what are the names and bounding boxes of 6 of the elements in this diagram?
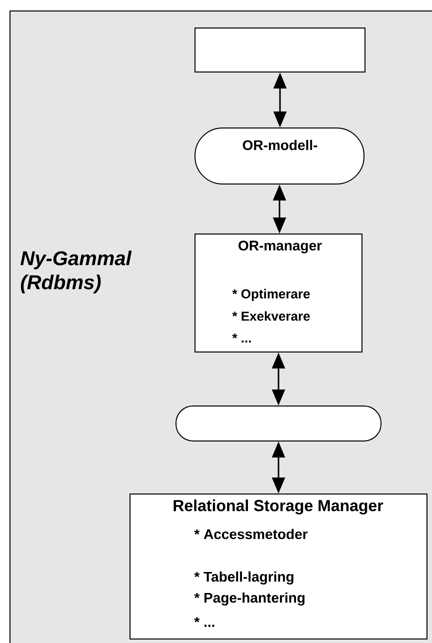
rounded-box: OR-modell- — [194, 128, 364, 184]
rounded-box — [176, 406, 382, 442]
process-box: Relational Storage Manager * Accessmetoder * Tabell-lagring * Page-hantering * ... — [130, 494, 428, 640]
side-label: Ny-Gammal (Rdbms) — [20, 250, 132, 294]
process-box — [194, 28, 366, 72]
process-box: OR-manager * Optimerare * Exekverare * ... — [194, 234, 362, 352]
